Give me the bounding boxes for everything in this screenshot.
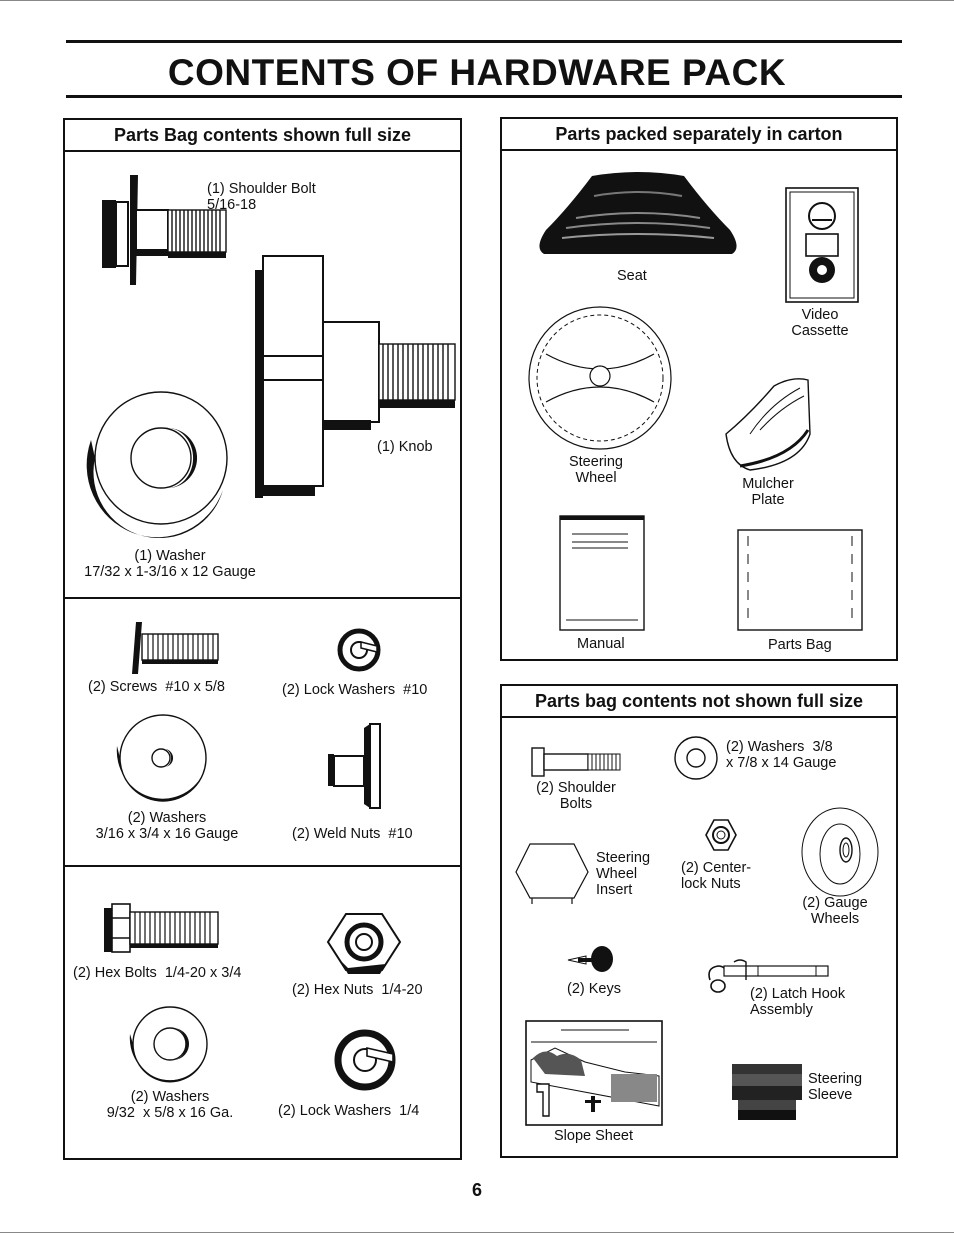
bottom-page-rule xyxy=(0,1232,954,1233)
large-washer-icon xyxy=(86,391,228,539)
knob-icon xyxy=(255,255,456,498)
section-divider xyxy=(65,597,460,599)
carton-parts-header: Parts packed separately in carton xyxy=(502,119,896,151)
latch-hook-icon xyxy=(708,959,829,993)
lock-washers-10-label: (2) Lock Washers #10 xyxy=(282,682,428,698)
manual-icon xyxy=(559,515,645,631)
lock-washer-icon xyxy=(337,628,381,672)
steering-sleeve-icon xyxy=(732,1064,802,1120)
lock-washers-quarter-label: (2) Lock Washers 1/4 xyxy=(278,1103,420,1119)
steering-wheel-icon xyxy=(528,306,672,450)
page-title: CONTENTS OF HARDWARE PACK xyxy=(167,52,787,93)
shoulder-bolts-label: (2) Shoulder Bolts xyxy=(536,780,616,812)
slope-sheet-icon xyxy=(525,1020,663,1126)
keys-label: (2) Keys xyxy=(567,981,621,997)
mulcher-plate-icon xyxy=(725,378,811,471)
not-full-size-parts-header: Parts bag contents not shown full size xyxy=(502,686,896,718)
small-washer-label: (2) Washers 3/16 x 3/4 x 16 Gauge xyxy=(95,810,239,842)
not-full-size-parts-box: Parts bag contents not shown full size xyxy=(500,684,898,1158)
gauge-wheel-icon xyxy=(801,807,879,897)
parts-bag-label: Parts Bag xyxy=(768,637,832,653)
center-lock-nuts-label: (2) Center- lock Nuts xyxy=(681,860,752,892)
hex-nut-icon xyxy=(326,913,402,974)
washer-38-icon xyxy=(674,736,718,780)
slope-sheet-label: Slope Sheet xyxy=(554,1128,634,1144)
knob-label: (1) Knob xyxy=(377,439,433,455)
hex-bolts-label: (2) Hex Bolts 1/4-20 x 3/4 xyxy=(73,965,242,981)
title-rule-bottom xyxy=(66,95,902,98)
washer-932-label: (2) Washers 9/32 x 5/8 x 16 Ga. xyxy=(106,1089,234,1121)
screw-icon xyxy=(132,622,219,674)
seat-icon xyxy=(539,172,737,254)
weld-nuts-label: (2) Weld Nuts #10 xyxy=(292,826,413,842)
top-page-rule xyxy=(0,0,954,1)
carton-parts-box: Parts packed separately in carton xyxy=(500,117,898,661)
washer-932-icon xyxy=(129,1006,208,1083)
latch-hook-label: (2) Latch Hook Assembly xyxy=(750,986,846,1018)
washers-38-label: (2) Washers 3/8 x 7/8 x 14 Gauge xyxy=(726,739,837,771)
section-divider xyxy=(65,865,460,867)
gauge-wheels-label: (2) Gauge Wheels xyxy=(802,895,868,927)
mulcher-plate-label: Mulcher Plate xyxy=(742,476,794,508)
shoulder-bolts-small-icon xyxy=(531,747,621,777)
hex-nuts-label: (2) Hex Nuts 1/4-20 xyxy=(292,982,423,998)
video-cassette-icon xyxy=(785,187,859,303)
lock-washer-quarter-icon xyxy=(334,1029,396,1091)
center-lock-nut-icon xyxy=(705,819,737,851)
steering-wheel-insert-icon xyxy=(515,843,589,904)
steering-sleeve-label: Steering Sleeve xyxy=(808,1071,863,1103)
large-washer-label: (1) Washer 17/32 x 1-3/16 x 12 Gauge xyxy=(84,548,256,580)
full-size-parts-box: Parts Bag contents shown full size xyxy=(63,118,462,1160)
seat-label: Seat xyxy=(617,268,647,284)
key-icon xyxy=(567,946,613,972)
small-washer-icon xyxy=(116,714,207,802)
hex-bolt-icon xyxy=(104,903,219,953)
weld-nut-icon xyxy=(328,723,381,809)
screws-label: (2) Screws #10 x 5/8 xyxy=(88,679,225,695)
steering-wheel-insert-label: Steering Wheel Insert xyxy=(596,850,651,898)
shoulder-bolt-icon xyxy=(102,175,227,285)
shoulder-bolt-label: (1) Shoulder Bolt 5/16-18 xyxy=(207,181,316,213)
parts-bag-icon xyxy=(737,529,863,631)
video-cassette-label: Video Cassette xyxy=(791,307,849,339)
page-number: 6 xyxy=(471,1180,482,1200)
full-size-parts-header: Parts Bag contents shown full size xyxy=(65,120,460,152)
title-rule-top xyxy=(66,40,902,43)
manual-label: Manual xyxy=(577,636,625,652)
steering-wheel-label: Steering Wheel xyxy=(568,454,623,486)
